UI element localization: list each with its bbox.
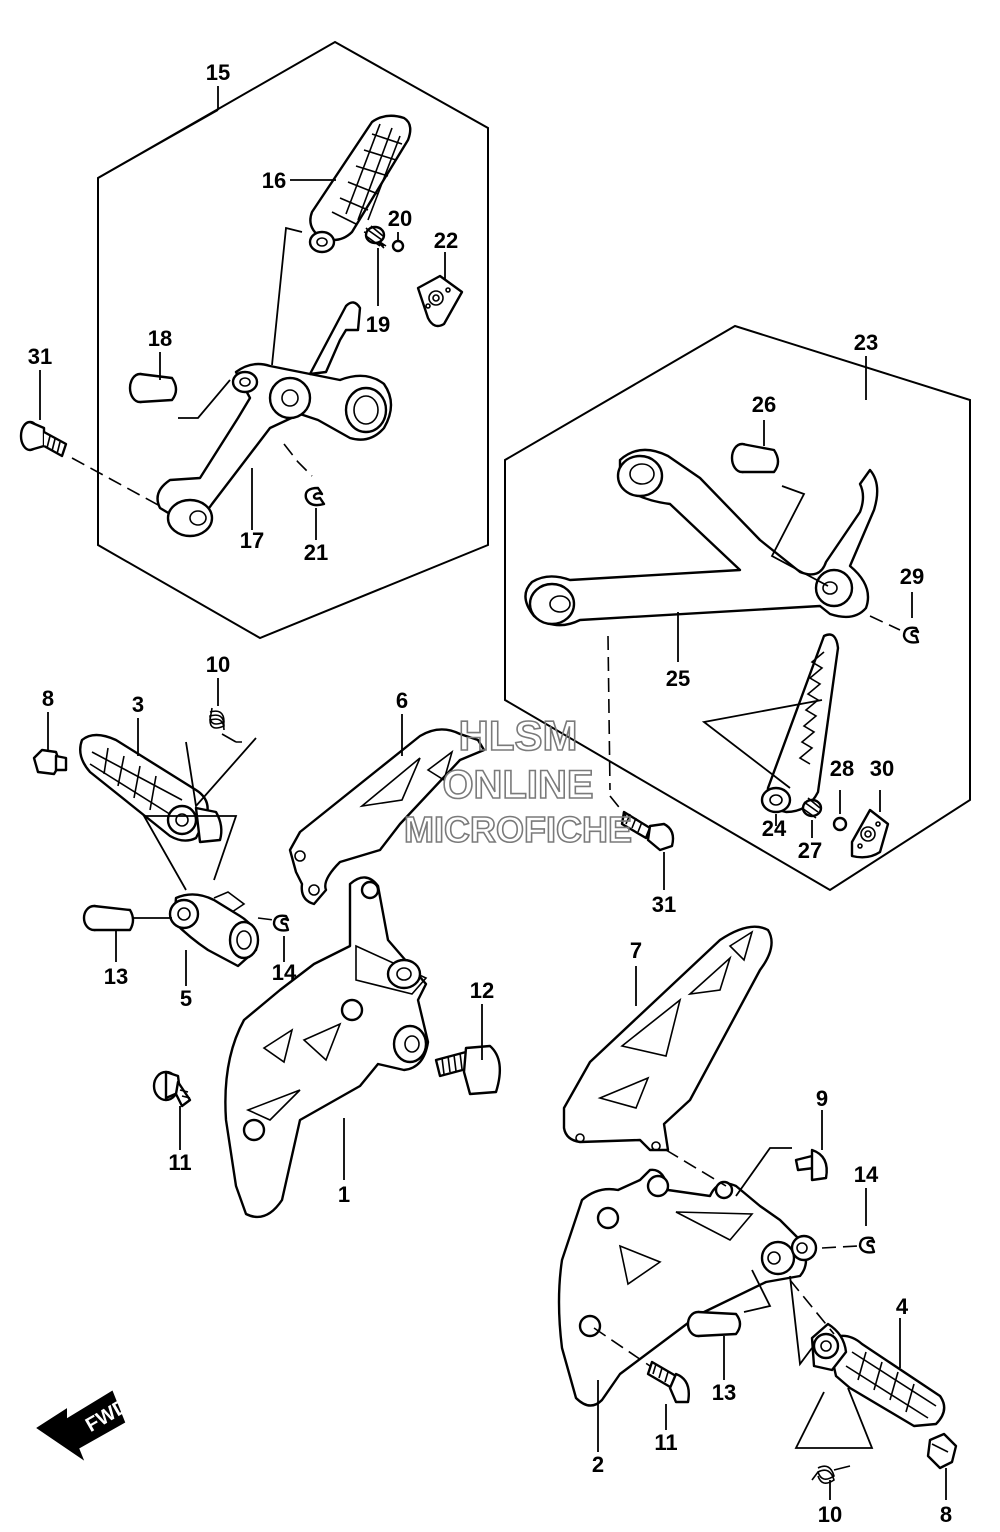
e-clip-21 xyxy=(304,486,326,507)
callout-20: 20 xyxy=(388,206,412,231)
footpeg-4 xyxy=(810,1322,946,1428)
bolt-31-left xyxy=(19,420,68,458)
callout-7: 7 xyxy=(630,938,642,963)
collar-8-left xyxy=(32,748,68,776)
callout-13-right: 13 xyxy=(712,1380,736,1405)
callout-5: 5 xyxy=(180,986,192,1011)
footpeg-3 xyxy=(79,733,223,844)
spring-10-left xyxy=(209,707,242,743)
watermark-line-2: ONLINE xyxy=(442,763,593,807)
bolt-11-left xyxy=(152,1070,192,1108)
callout-24: 24 xyxy=(762,816,787,841)
callout-17: 17 xyxy=(240,528,264,553)
pin-26 xyxy=(730,442,780,474)
callout-27: 27 xyxy=(798,838,822,863)
assembly-outline-23 xyxy=(504,324,971,892)
e-clip-14-right xyxy=(858,1236,876,1254)
callout-15: 15 xyxy=(206,60,230,85)
watermark-line-1: HLSM xyxy=(459,712,578,759)
callout-30: 30 xyxy=(870,756,894,781)
callout-26: 26 xyxy=(752,392,776,417)
watermark-line-3: MICROFICHE xyxy=(404,809,632,850)
e-clip-29 xyxy=(902,626,920,644)
bracket-2 xyxy=(557,1168,818,1407)
callout-19: 19 xyxy=(366,312,390,337)
callout-16: 16 xyxy=(262,168,286,193)
callout-3: 3 xyxy=(132,692,144,717)
callout-23: 23 xyxy=(854,330,878,355)
e-clip-14-left xyxy=(272,914,290,932)
callout-14-left: 14 xyxy=(272,960,297,985)
callout-12: 12 xyxy=(470,978,494,1003)
callout-1: 1 xyxy=(338,1182,350,1207)
callout-25: 25 xyxy=(666,666,690,691)
callout-6: 6 xyxy=(396,688,408,713)
plate-22 xyxy=(416,274,464,328)
heel-guard-7 xyxy=(562,925,773,1152)
callout-31-right: 31 xyxy=(652,892,676,917)
callout-21: 21 xyxy=(304,540,328,565)
ball-20 xyxy=(391,239,405,253)
callout-29: 29 xyxy=(900,564,924,589)
callout-9: 9 xyxy=(816,1086,828,1111)
bolt-12 xyxy=(434,1044,502,1096)
pivot-5 xyxy=(168,891,260,968)
plate-30 xyxy=(850,808,890,859)
callout-8-left: 8 xyxy=(42,686,54,711)
callout-31-left: 31 xyxy=(28,344,52,369)
collar-8-right xyxy=(926,1432,958,1470)
callout-11-right: 11 xyxy=(654,1430,677,1455)
callout-28: 28 xyxy=(830,756,854,781)
spring-19 xyxy=(363,225,387,249)
pin-13-right xyxy=(686,1310,742,1338)
callout-4: 4 xyxy=(896,1294,909,1319)
pin-18 xyxy=(128,372,178,404)
callout-2: 2 xyxy=(592,1452,604,1477)
footpeg-24 xyxy=(760,633,840,814)
spring-27 xyxy=(801,797,823,819)
bolt-31-right xyxy=(620,810,675,852)
callout-8-right: 8 xyxy=(940,1502,952,1527)
fwd-arrow-icon: FWD xyxy=(36,1390,132,1461)
callout-10-right: 10 xyxy=(818,1502,842,1527)
bracket-1 xyxy=(224,876,430,1219)
bracket-25 xyxy=(524,448,879,627)
callout-10-left: 10 xyxy=(206,652,230,677)
callout-13-left: 13 xyxy=(104,964,128,989)
pin-13-left xyxy=(82,904,135,932)
callouts: 15 16 20 22 19 18 31 17 21 23 26 29 25 1… xyxy=(28,60,952,1527)
spring-10-right xyxy=(811,1465,851,1484)
callout-11-left: 11 xyxy=(168,1150,191,1175)
footpeg-16 xyxy=(308,114,412,254)
callout-14-right: 14 xyxy=(854,1162,879,1187)
bolt-11-right xyxy=(646,1360,690,1404)
callout-18: 18 xyxy=(148,326,172,351)
bolt-9 xyxy=(794,1148,828,1182)
bracket-17 xyxy=(156,301,393,538)
callout-22: 22 xyxy=(434,228,458,253)
watermark: HLSM ONLINE MICROFICHE xyxy=(403,711,633,851)
ball-28 xyxy=(832,816,848,832)
bracket-6 xyxy=(288,728,486,906)
